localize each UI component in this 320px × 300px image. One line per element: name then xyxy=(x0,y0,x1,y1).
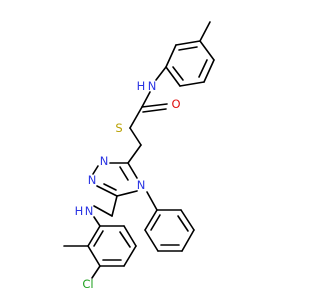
bond xyxy=(123,245,137,267)
bond xyxy=(116,190,138,197)
bond xyxy=(119,231,131,248)
bond xyxy=(144,229,159,252)
bond xyxy=(87,245,101,267)
bond xyxy=(129,127,142,146)
bond xyxy=(165,66,181,87)
bond xyxy=(92,165,99,175)
bond xyxy=(93,230,104,247)
bond xyxy=(91,265,101,279)
bond xyxy=(180,209,195,231)
amine-hydrogen-label: H xyxy=(75,204,84,218)
triazole-n4-label: N xyxy=(137,178,146,192)
bond xyxy=(146,191,158,211)
bond xyxy=(175,40,201,46)
bond xyxy=(199,21,211,42)
amine-nitrogen-label: N xyxy=(85,204,94,218)
bond xyxy=(93,216,101,227)
bond xyxy=(123,225,137,247)
bond xyxy=(199,40,215,61)
amide-hydrogen-label: H xyxy=(137,79,146,93)
bond xyxy=(103,183,117,191)
bond xyxy=(127,144,142,164)
carbonyl-oxygen-label: O xyxy=(171,97,180,111)
sulfur-label: S xyxy=(115,121,122,135)
bond-layer xyxy=(63,21,215,279)
bond xyxy=(203,59,215,83)
bond xyxy=(127,162,138,179)
chlorine-label: Cl xyxy=(82,277,93,291)
amide-nitrogen-label: N xyxy=(148,79,157,93)
bond xyxy=(119,166,129,181)
bond xyxy=(150,214,161,231)
bond xyxy=(181,229,195,252)
triazole-n2-label: N xyxy=(88,173,97,187)
bond xyxy=(111,195,118,217)
bond xyxy=(141,103,168,108)
bond xyxy=(155,66,167,81)
bond xyxy=(141,91,151,108)
bond xyxy=(178,46,198,51)
bond xyxy=(144,209,158,231)
bond xyxy=(165,44,177,68)
triazole-n1-label: N xyxy=(100,154,109,168)
bond xyxy=(179,81,205,87)
atom-label-layer: N H O S N N N H N Cl xyxy=(75,79,181,291)
bond xyxy=(96,185,118,197)
bond xyxy=(87,225,101,247)
bond xyxy=(198,59,208,78)
bond xyxy=(129,106,143,129)
bond xyxy=(142,108,167,113)
molecule-structure-diagram: N H O S N N N H N Cl xyxy=(63,21,215,291)
bond xyxy=(177,215,189,232)
bond xyxy=(93,205,113,217)
bond xyxy=(172,66,184,81)
